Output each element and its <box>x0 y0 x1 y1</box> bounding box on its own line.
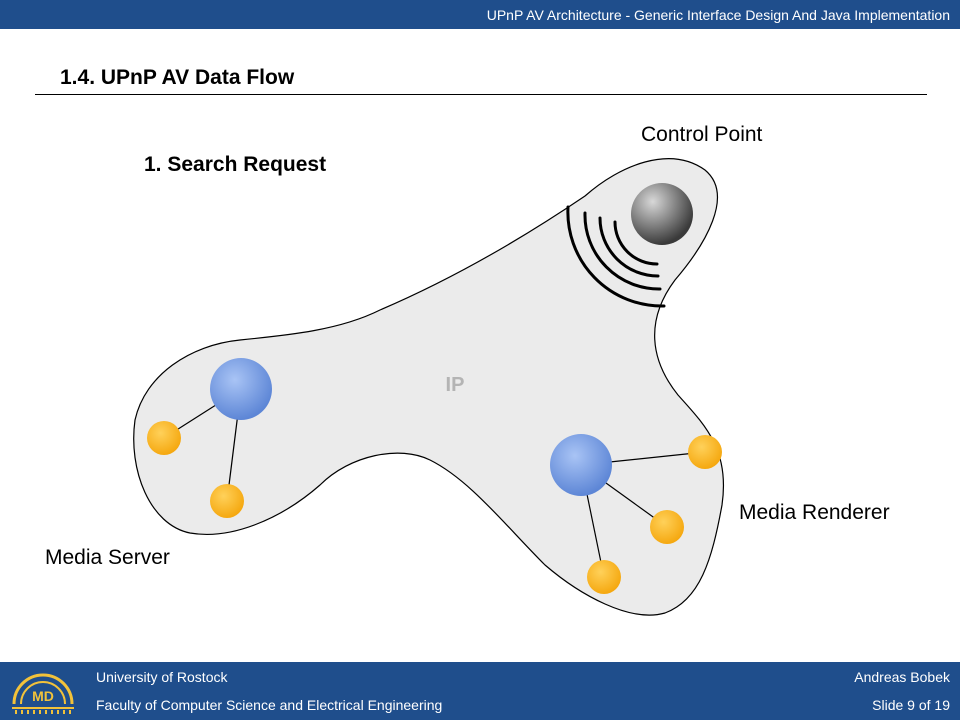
document-title: UPnP AV Architecture - Generic Interface… <box>486 7 950 23</box>
header-bar: UPnP AV Architecture - Generic Interface… <box>0 0 960 29</box>
media-server-device-node <box>210 358 272 420</box>
media-server-service-node <box>147 421 181 455</box>
footer-university: University of Rostock <box>96 669 228 685</box>
media-renderer-device-node <box>550 434 612 496</box>
footer-faculty: Faculty of Computer Science and Electric… <box>96 697 443 713</box>
control-point-node <box>631 183 693 245</box>
ip-network-label: IP <box>446 374 465 396</box>
control-point-label: Control Point <box>641 123 763 146</box>
media-renderer-service-node <box>587 560 621 594</box>
slide-title: 1.4. UPnP AV Data Flow <box>60 66 295 89</box>
media-renderer-service-node <box>688 435 722 469</box>
footer-bar: MD University of Rostock Faculty of Comp… <box>0 662 960 720</box>
media-server-label: Media Server <box>45 546 170 569</box>
media-renderer-service-node <box>650 510 684 544</box>
media-server-service-node <box>210 484 244 518</box>
ip-network-cloud <box>133 158 724 616</box>
university-logo: MD <box>12 673 74 714</box>
title-divider <box>35 94 927 95</box>
footer-author: Andreas Bobek <box>854 669 950 685</box>
broadcast-signal-icon <box>566 205 666 308</box>
media-renderer-label: Media Renderer <box>739 501 890 524</box>
step-label: 1. Search Request <box>144 153 327 176</box>
footer-slide-number: Slide 9 of 19 <box>872 697 950 713</box>
svg-text:MD: MD <box>32 688 54 704</box>
